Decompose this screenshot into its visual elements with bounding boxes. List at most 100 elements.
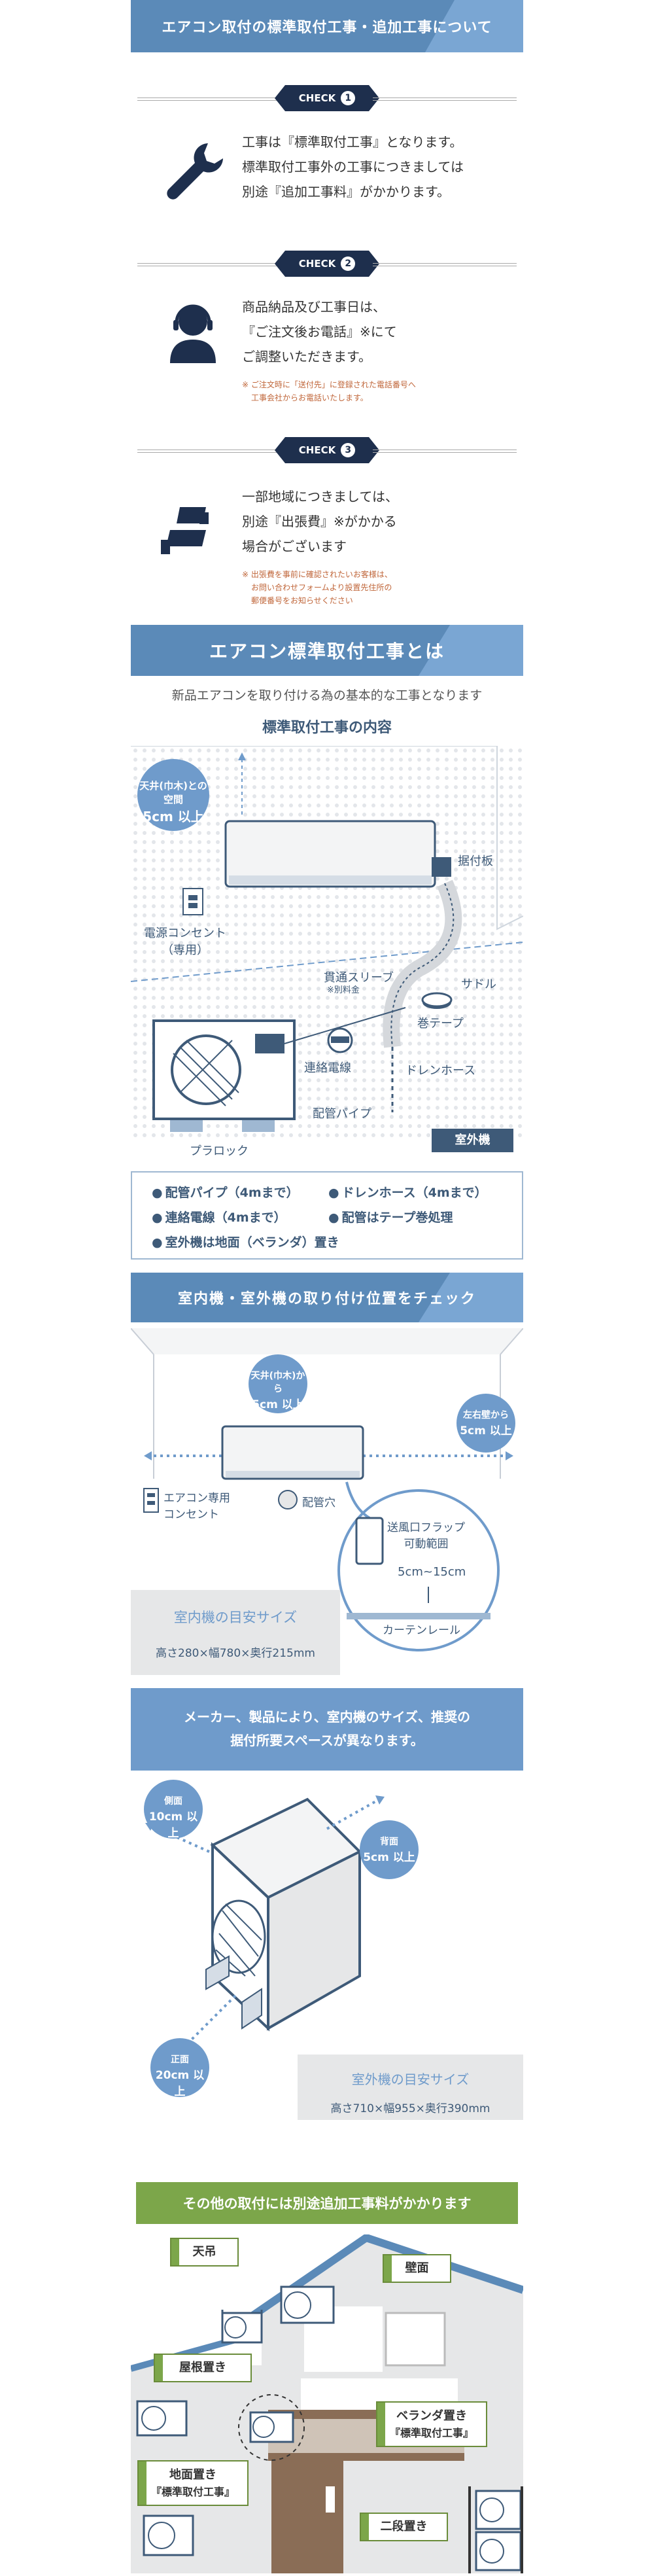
flap-range-value: 5cm~15cm [398, 1565, 466, 1579]
check-2-heading: CHECK 2 [131, 251, 523, 277]
drain-hose-label: ドレンホース [405, 1064, 476, 1078]
outdoor-diagram: 側面 10cm 以上 背面 5cm 以上 正面 20cm 以上 室外機の目安サイ… [131, 1780, 523, 2120]
clearance-bubble: 天井(巾木)との空間 5cm 以上 [137, 759, 209, 831]
tag-line: 地面置き [169, 2468, 216, 2482]
check-1-heading: CHECK 1 [131, 85, 523, 111]
standard-subtitle: 標準取付工事の内容 [262, 720, 392, 736]
sleeve-note: ※別料金 [327, 985, 360, 995]
saddle-label: サドル [461, 978, 496, 991]
mount-plate-label: 据付板 [458, 855, 493, 868]
note-line: 郵便番号をお知らせください [251, 596, 353, 605]
note-line: お問い合わせフォームより設置先住所の [251, 583, 392, 592]
page-title: エアコン取付の標準取付工事・追加工事について [162, 20, 492, 36]
divider [137, 97, 281, 101]
divider [373, 97, 517, 101]
list-item: 配管はテープ巻処理 [328, 1208, 453, 1226]
check-badge: CHECK 2 [275, 251, 379, 277]
outdoor-size-title: 室外機の目安サイズ [351, 2072, 470, 2087]
note-line: 据付所要スペースが異なります。 [230, 1733, 424, 1748]
bubble-value: 20cm 以上 [155, 2069, 205, 2098]
check-2-text: 商品納品及び工事日は、 『ご注文後お電話』※にて ご調整いただきます。 [242, 294, 523, 369]
indoor-size-box: 室内機の目安サイズ 高さ280×幅780×奥行215mm [131, 1590, 340, 1675]
size-note-box: メーカー、製品により、室内機のサイズ、推奨の 据付所要スペースが異なります。 [131, 1688, 523, 1771]
check-line: 『ご注文後お電話』※にて [242, 324, 397, 340]
tag-ceiling: 天吊 [170, 2238, 239, 2267]
top-clearance-bubble: 天井(巾木)から 5cm 以上 [249, 1354, 307, 1413]
flap-range-label: 送風口フラップ 可動範囲 [387, 1518, 465, 1551]
check-line: ご調整いただきます。 [242, 349, 371, 364]
standard-work-list: 配管パイプ（4mまで） ドレンホース（4mまで） 連絡電線（4mまで） 配管はテ… [131, 1171, 523, 1260]
check-label: CHECK [298, 92, 336, 104]
bubble-line: 天井(巾木)との空間 [139, 780, 207, 805]
position-diagram: 天井(巾木)から 5cm 以上 左右壁から 5cm 以上 エアコン専用 コンセン… [130, 1328, 524, 1675]
bubble-value: 10cm 以上 [148, 1810, 198, 1840]
wrench-icon [157, 134, 229, 206]
tag-roof: 屋根置き [154, 2354, 252, 2382]
label-line: 送風口フラップ [387, 1521, 465, 1534]
check-line: 標準取付工事外の工事につきましては [242, 159, 464, 175]
check-line: 別途『追加工事料』がかかります。 [242, 184, 450, 200]
check-line: 場合がございます [242, 538, 347, 554]
label-line: （専用） [162, 944, 209, 957]
note-line: ※ ご注文時に「送付先」に登録された電話番号へ [242, 380, 416, 389]
bubble-line: 側面 [164, 1796, 182, 1807]
bubble-value: 5cm 以上 [460, 1424, 512, 1438]
operator-icon [157, 298, 229, 370]
outlet-label: 電源コンセント （専用） [144, 924, 226, 958]
outdoor-unit-label: 室外機 [432, 1129, 513, 1152]
check-number: 3 [341, 443, 356, 457]
note-line: 工事会社からお電話いたします。 [251, 393, 368, 402]
check-label: CHECK [298, 258, 336, 270]
bubble-line: 天井(巾木)から [250, 1371, 305, 1394]
standard-diagram: 天井(巾木)との空間 5cm 以上 据付板 電源コンセント （専用） 貫通スリー… [130, 726, 524, 1165]
divider [137, 263, 281, 266]
extra-work-title: その他の取付には別途追加工事料がかかります [136, 2182, 518, 2224]
check-line: 別途『出張費』※がかかる [242, 514, 397, 529]
tape-label: 巻テープ [417, 1017, 464, 1031]
front-clearance-bubble: 正面 20cm 以上 [150, 2038, 209, 2098]
tag-ground: 地面置き 『標準取付工事』 [137, 2460, 249, 2506]
check-3-note: ※ 出張費を事前に確認されたいお客様は、 お問い合わせフォームより設置先住所の … [242, 568, 523, 607]
tag-note: 『標準取付工事』 [150, 2486, 235, 2498]
house-diagram: 天吊 壁面 屋根置き ベランダ置き 『標準取付工事』 地面置き 『標準取付工事』… [129, 2233, 525, 2573]
label-line: 可動範囲 [404, 1538, 449, 1551]
label-line: エアコン専用 [164, 1492, 230, 1505]
side-clearance-bubble: 側面 10cm 以上 [144, 1780, 203, 1840]
check-line: 商品納品及び工事日は、 [242, 299, 386, 315]
ac-outlet-label: エアコン専用 コンセント [164, 1489, 230, 1521]
check-number: 2 [341, 256, 356, 271]
check-3-text: 一部地域につきましては、 別途『出張費』※がかかる 場合がございます [242, 484, 523, 559]
section-title: エアコン標準取付工事とは [209, 641, 445, 662]
position-section-title: 室内機・室外機の取り付け位置をチェック [131, 1273, 523, 1322]
check-badge: CHECK 3 [275, 437, 379, 463]
note-line: ※ 出張費を事前に確認されたいお客様は、 [242, 570, 392, 579]
car-travel-icon [157, 494, 229, 566]
list-item: 室外機は地面（ベランダ）置き [152, 1233, 339, 1250]
note-line: メーカー、製品により、室内機のサイズ、推奨の [184, 1709, 470, 1725]
tag-line: ベランダ置き [396, 2409, 467, 2423]
check-line: 工事は『標準取付工事』となります。 [242, 134, 463, 150]
bubble-line: 背面 [380, 1837, 398, 1847]
check-number: 1 [341, 91, 356, 105]
indoor-size-value: 高さ280×幅780×奥行215mm [156, 1647, 315, 1660]
bubble-line: 正面 [171, 2055, 189, 2065]
standard-section-title: エアコン標準取付工事とは [131, 625, 523, 676]
tag-veranda: ベランダ置き 『標準取付工事』 [376, 2401, 487, 2447]
label-line: コンセント [164, 1508, 219, 1521]
check-3-heading: CHECK 3 [131, 437, 523, 463]
outdoor-size-value: 高さ710×幅955×奥行390mm [330, 2102, 490, 2115]
section-title: 室内機・室外機の取り付け位置をチェック [177, 1291, 476, 1307]
pipe-hole-label: 配管穴 [302, 1496, 336, 1509]
check-label: CHECK [298, 444, 336, 456]
divider [373, 263, 517, 266]
tag-note: 『標準取付工事』 [389, 2427, 473, 2439]
check-badge: CHECK 1 [275, 85, 379, 111]
bubble-value: 5cm 以上 [143, 809, 204, 824]
divider [137, 450, 281, 453]
page-header: エアコン取付の標準取付工事・追加工事について [131, 0, 523, 52]
check-1-text: 工事は『標準取付工事』となります。 標準取付工事外の工事につきましては 別途『追… [242, 130, 523, 204]
standard-description: 新品エアコンを取り付ける為の基本的な工事となります [171, 688, 483, 703]
indoor-size-title: 室内機の目安サイズ [173, 1610, 298, 1625]
bubble-value: 5cm 以上 [252, 1398, 304, 1411]
list-item: ドレンホース（4mまで） [328, 1183, 487, 1201]
